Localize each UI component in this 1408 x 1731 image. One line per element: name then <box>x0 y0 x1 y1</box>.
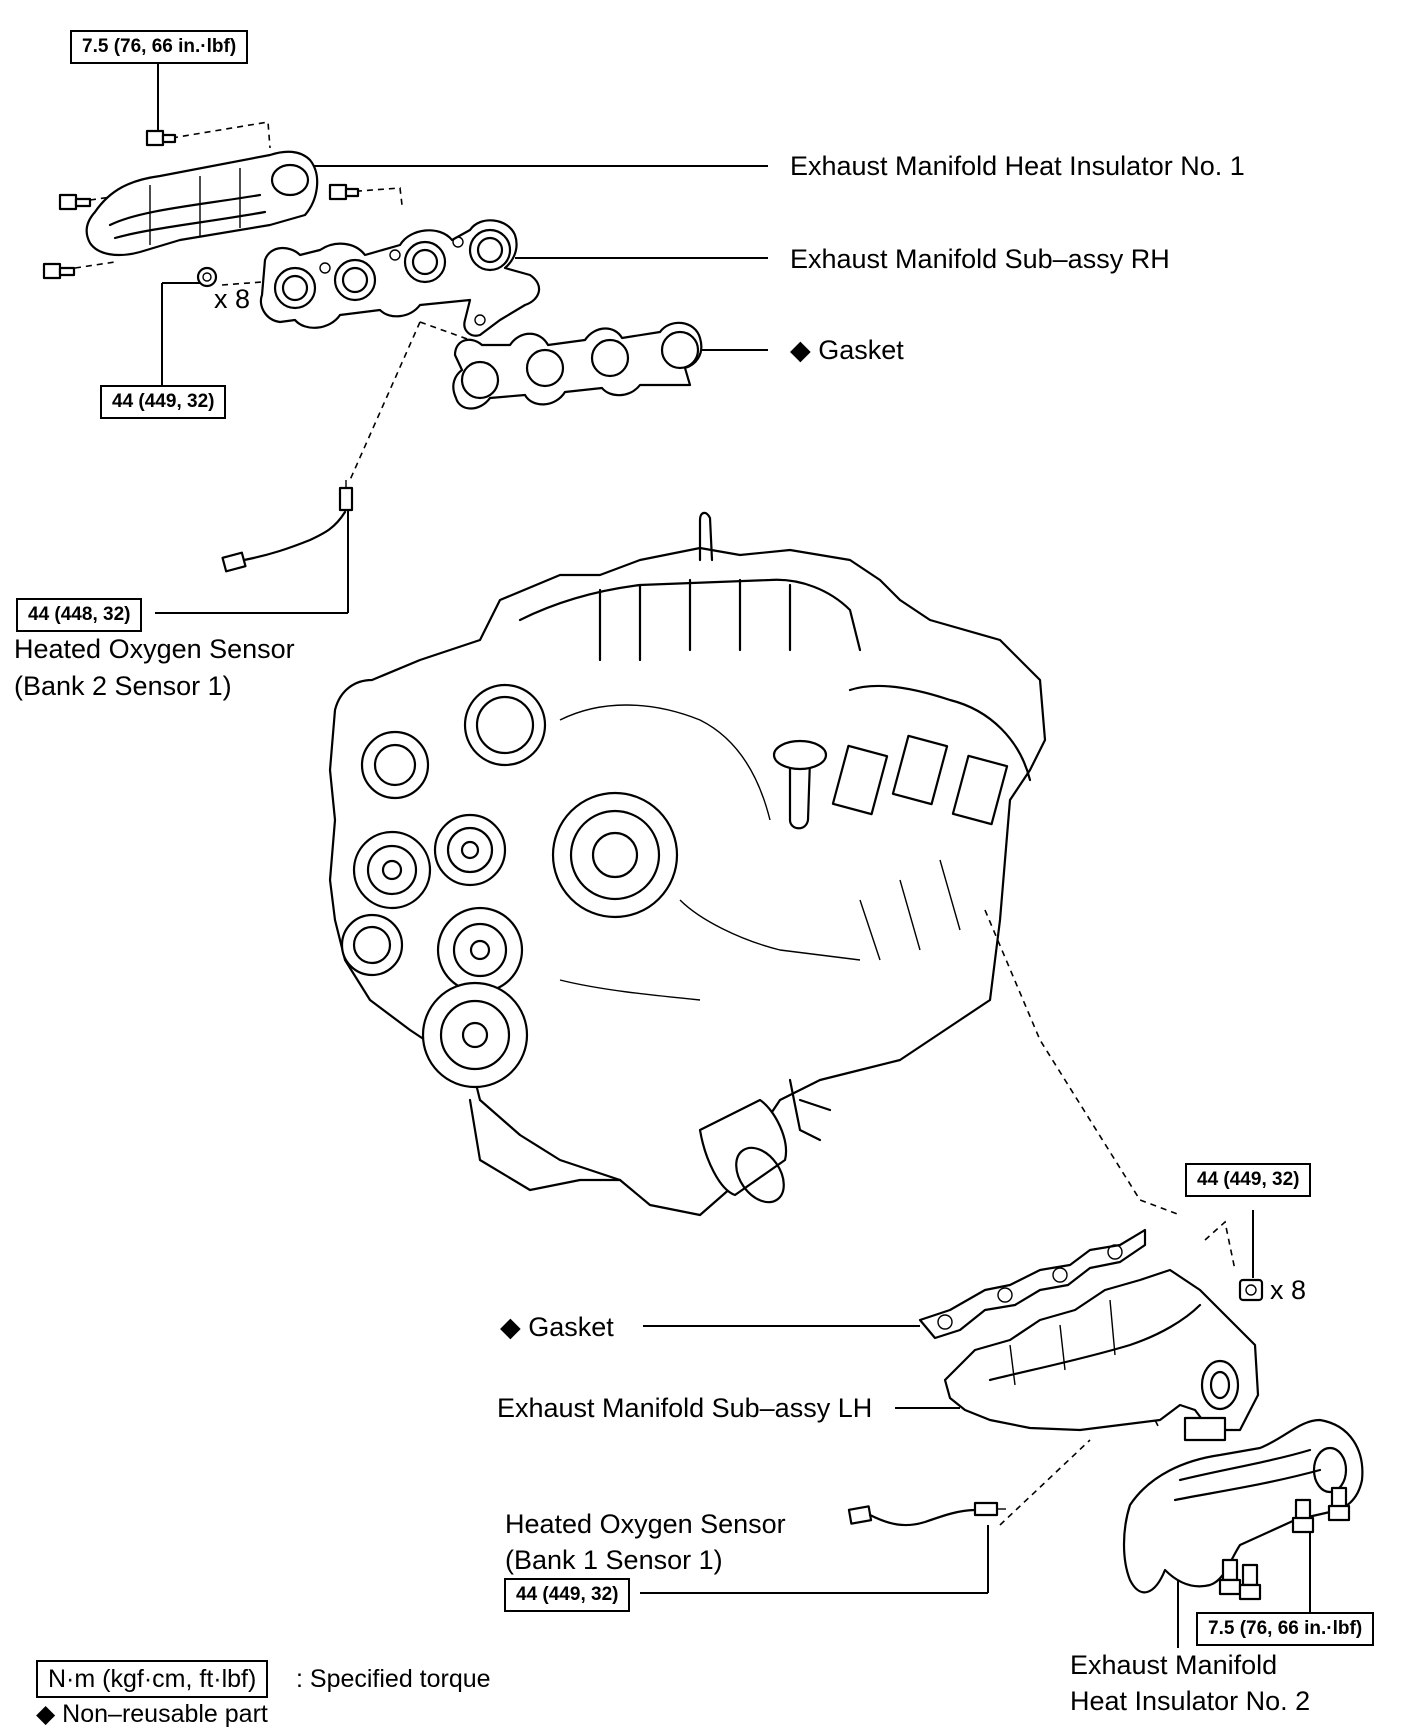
manifold-rh-nut-icon <box>196 266 218 288</box>
label-gasket-lh: ◆ Gasket <box>500 1312 614 1342</box>
label-insulator-no1: Exhaust Manifold Heat Insulator No. 1 <box>790 151 1245 181</box>
oxygen-sensor-bank1-icon <box>847 1501 1006 1527</box>
exhaust-manifold-lh-icon <box>943 1268 1260 1442</box>
heat-insulator-rh-icon <box>85 150 319 257</box>
legend-torque-unit-text: : Specified torque <box>296 1665 491 1693</box>
legend-torque-unit-box: N·m (kgf·cm, ft·lbf) <box>36 1660 269 1698</box>
label-sensor-bank2-line1: Heated Oxygen Sensor <box>14 634 295 664</box>
label-gasket-rh: ◆ Gasket <box>790 335 904 365</box>
torque-box-insulator-lh: 7.5 (76, 66 in.·lbf) <box>1196 1612 1375 1646</box>
legend-non-reusable: ◆ Non–reusable part <box>36 1700 268 1728</box>
rh-assembly <box>42 58 768 614</box>
torque-box-sensor-bank2: 44 (448, 32) <box>16 598 143 632</box>
label-insulator-no2-line2: Heat Insulator No. 2 <box>1070 1686 1311 1716</box>
torque-box-manifold-rh: 44 (449, 32) <box>100 385 227 419</box>
gasket-lh-icon <box>918 1228 1147 1340</box>
exhaust-manifold-rh-icon <box>259 219 541 337</box>
insulator-lh-bolts-icon <box>1218 1486 1351 1601</box>
lh-nut-quantity: x 8 <box>1270 1275 1307 1305</box>
gasket-rh-icon <box>452 321 703 410</box>
label-sensor-bank1-line2: (Bank 1 Sensor 1) <box>505 1545 723 1575</box>
label-manifold-lh: Exhaust Manifold Sub–assy LH <box>497 1393 873 1423</box>
rh-nut-quantity: x 8 <box>214 284 251 314</box>
torque-box-sensor-bank1: 44 (449, 32) <box>504 1578 631 1612</box>
torque-box-insulator-rh: 7.5 (76, 66 in.·lbf) <box>70 30 249 64</box>
label-sensor-bank2-line2: (Bank 2 Sensor 1) <box>14 671 232 701</box>
oxygen-sensor-bank2-icon <box>221 480 354 573</box>
lh-assembly <box>640 909 1364 1648</box>
insulator-rh-bolt-icon <box>145 129 177 147</box>
torque-box-manifold-lh: 44 (449, 32) <box>1185 1163 1312 1197</box>
insulator-rh-side-bolts-icon <box>42 183 360 280</box>
manifold-lh-nut-icon <box>1238 1278 1264 1302</box>
label-manifold-rh: Exhaust Manifold Sub–assy RH <box>790 244 1170 274</box>
label-insulator-no2-line1: Exhaust Manifold <box>1070 1650 1278 1680</box>
engine-icon <box>328 511 1047 1217</box>
label-sensor-bank1-line1: Heated Oxygen Sensor <box>505 1509 786 1539</box>
